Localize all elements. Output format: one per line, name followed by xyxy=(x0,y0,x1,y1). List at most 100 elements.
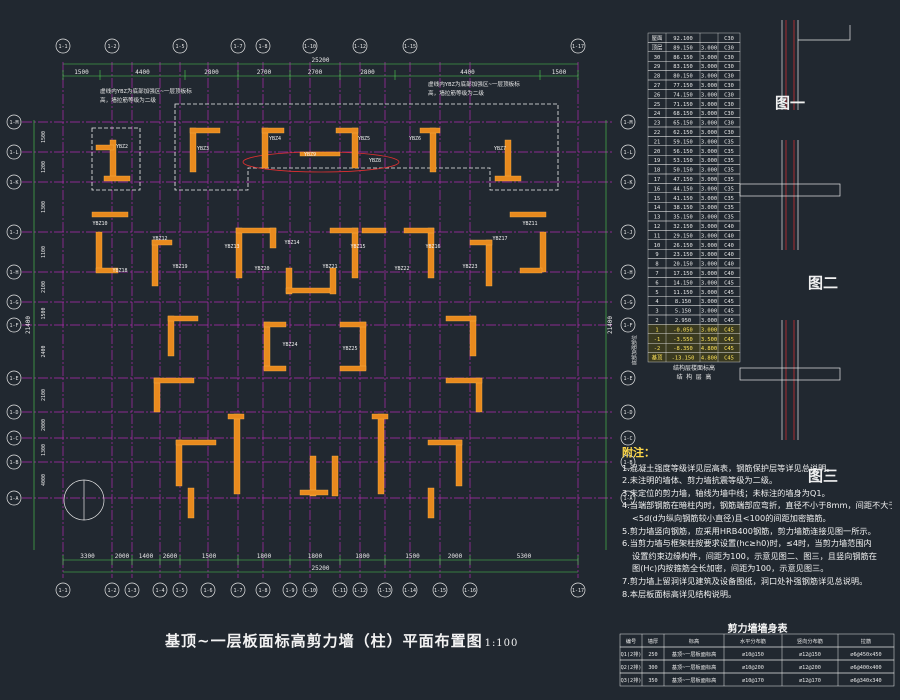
dim-bottom-segment: 1800 xyxy=(257,553,272,560)
floor-table-row xyxy=(647,352,741,363)
wall-table-cell: ⌀10@200 xyxy=(742,665,764,671)
axis-bubble-label: 1-E xyxy=(9,376,18,382)
wall-label: YBZ22 xyxy=(394,266,409,272)
floor-table-cell: 3.000 xyxy=(701,92,717,98)
shear-wall xyxy=(263,365,287,372)
axis-bubble-circle xyxy=(620,370,636,386)
axis-bubble-label: 1-K xyxy=(623,180,632,186)
top-axis-bubble: 1-5 xyxy=(172,38,188,54)
wall-label: YBZ11 xyxy=(522,221,537,227)
floor-table-cell: 35.150 xyxy=(673,215,692,221)
axis-bubble-circle xyxy=(620,264,636,280)
shear-wall xyxy=(455,439,463,487)
axis-bubble-label: 1-A xyxy=(623,496,632,502)
floor-table-cell: 4.800 xyxy=(701,346,717,352)
dim-right-total: 21400 xyxy=(607,316,614,334)
figure-1-label: 图一 xyxy=(775,94,806,112)
floor-table-cell: 59.150 xyxy=(673,139,692,145)
shear-wall xyxy=(285,267,293,295)
dim-left-segment: 4000 xyxy=(41,474,47,486)
floor-table-cell: C30 xyxy=(724,121,734,127)
floor-table-cell: 3.000 xyxy=(701,262,717,268)
annotation-regions: 虚线内YBZ为底部加强区~一层顶板标高，墙拉筋等级为二级虚线内YBZ为底部加强区… xyxy=(91,80,559,191)
axis-bubble-circle xyxy=(6,174,22,190)
dim-top-segment: 2700 xyxy=(308,69,323,76)
left-axis-bubble: 1-M xyxy=(6,114,22,130)
axis-bubble-label: 1-H xyxy=(9,270,18,276)
axis-bubble-circle xyxy=(230,38,246,54)
axis-bubble-label: 1-G xyxy=(9,300,18,306)
dim-top-segment: 2800 xyxy=(360,69,375,76)
wall-table-cell: 基顶~一层板面标高 xyxy=(672,663,717,671)
floor-table-cell: 16 xyxy=(654,186,661,192)
wall-table-header-cell: 竖向分布筋 xyxy=(797,637,823,645)
floor-table-cell: 3.000 xyxy=(701,224,717,230)
shear-wall xyxy=(485,239,493,287)
bottom-axis-bubble: 1-5 xyxy=(172,582,188,598)
annotation-left-line1: 虚线内YBZ为底部加强区~一层顶板标 xyxy=(100,87,192,95)
dim-bottom-segment: 1400 xyxy=(139,553,154,560)
floor-table-cell: 20.150 xyxy=(673,262,692,268)
detail-slab xyxy=(739,183,841,197)
floor-table-cell: C45 xyxy=(724,309,734,315)
dim-top-segment: 4400 xyxy=(135,69,150,76)
shear-wall xyxy=(427,439,463,446)
shear-wall xyxy=(95,231,103,273)
floor-table-cell: 53.150 xyxy=(673,158,692,164)
floor-table-cell: 3.000 xyxy=(701,64,717,70)
wall-label: YBZ4 xyxy=(269,136,281,142)
detail-slab xyxy=(798,25,851,41)
floor-table-cell: 24 xyxy=(654,111,661,117)
dim-bottom-segment: 2600 xyxy=(163,553,178,560)
shear-wall xyxy=(329,267,337,295)
axis-bubble-label: 1-L xyxy=(623,150,632,156)
axis-bubble-circle xyxy=(620,224,636,240)
floor-table-cell: 3.000 xyxy=(701,74,717,80)
floor-table-cell: 4.800 xyxy=(701,356,717,362)
shear-wall xyxy=(167,315,199,322)
top-axis-bubble: 1-10 xyxy=(302,38,318,54)
wall-label: YBZ20 xyxy=(254,266,269,272)
dim-top-segment: 1500 xyxy=(74,69,89,76)
floor-table-cell: C45 xyxy=(724,280,734,286)
floor-table-cell: -13.150 xyxy=(672,356,695,362)
right-axis-bubble: 1-A xyxy=(620,490,636,506)
figure-2-label: 图二 xyxy=(808,274,839,292)
shear-wall xyxy=(331,455,339,497)
shear-wall xyxy=(539,231,547,273)
left-axis-bubble: 1-E xyxy=(6,370,22,386)
axis-bubble-circle xyxy=(172,38,188,54)
axis-bubble-circle xyxy=(620,317,636,333)
shear-wall xyxy=(335,127,359,134)
detail-slab xyxy=(739,367,841,381)
note-item: 3.未定位的剪力墙，轴线为墙中线；未标注的墙身为Q1。 xyxy=(622,487,830,498)
top-axis-bubble: 1-8 xyxy=(255,38,271,54)
wall-label: YBZ3 xyxy=(197,146,209,152)
shear-wall xyxy=(359,321,367,371)
floor-table-footer-1: 结构层楼面标高 xyxy=(673,364,715,372)
floor-table-cell: 26 xyxy=(654,92,661,98)
floor-table-cell: 30 xyxy=(654,55,661,61)
left-axis-bubble: 1-K xyxy=(6,174,22,190)
floor-table-cell: -3.550 xyxy=(673,337,692,343)
wall-table-cell: 基顶~一层板面标高 xyxy=(672,650,717,658)
top-axis-bubble: 1-1 xyxy=(55,38,71,54)
dim-left-segment: 2000 xyxy=(41,419,47,431)
shear-wall xyxy=(227,413,245,420)
axis-bubble-label: 1-C xyxy=(623,436,632,442)
bottom-axis-bubble: 1-1 xyxy=(55,582,71,598)
wall-label: YBZ13 xyxy=(224,244,239,250)
dim-bottom-segment: 1800 xyxy=(308,553,323,560)
axis-bubble-label: 1-17 xyxy=(572,588,584,594)
wall-label: YBZ25 xyxy=(342,346,357,352)
dim-left-segment: 1300 xyxy=(41,201,47,213)
floor-table-cell: C30 xyxy=(724,55,734,61)
axis-bubble-label: 1-17 xyxy=(572,44,584,50)
shear-wall xyxy=(309,455,317,497)
wall-table-cell: ⌀6@400x400 xyxy=(850,665,881,671)
shear-wall xyxy=(285,287,335,294)
axis-bubble-circle xyxy=(402,38,418,54)
floor-table-footer-2: 结 构 层 高 xyxy=(677,373,712,381)
dim-bottom-total: 25200 xyxy=(311,565,329,572)
